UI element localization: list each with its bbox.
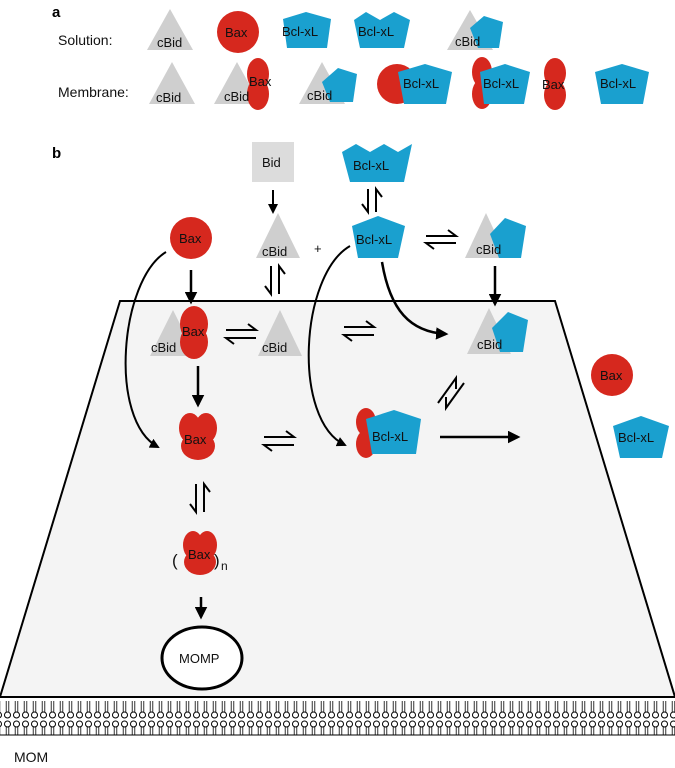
legend-solution-cbid: cBid: [147, 9, 193, 50]
cbid-membrane-node: cBid: [258, 310, 302, 356]
legend-solution-bclxl-dimer: Bcl-xL: [354, 12, 410, 48]
plus-sign: +: [314, 241, 322, 256]
legend-membrane-baxmem-bclxl-label: Bcl-xL: [483, 76, 519, 91]
bax-bclxl-membrane-label: Bcl-xL: [372, 429, 408, 444]
equilibrium-oligomer: [189, 481, 211, 515]
legend-solution-bclxl-monomer-label: Bcl-xL: [282, 24, 318, 39]
equilibrium-cbid-complex-membrane: [341, 320, 377, 342]
oligomer-close-paren: ): [214, 551, 220, 570]
cbid-bax-membrane-bax-label: Bax: [182, 324, 205, 339]
legend-membrane-cbid-bclxl-label: cBid: [307, 88, 332, 103]
bclxl-solution-label: Bcl-xL: [356, 232, 392, 247]
mom-label: MOM: [14, 749, 48, 765]
legend-membrane-cbid-bclxl: cBid: [299, 62, 357, 104]
bax-oligomer-label: Bax: [188, 547, 211, 562]
solution-label: Solution:: [58, 32, 112, 48]
legend-membrane-bax-bclxl-label: Bcl-xL: [403, 76, 439, 91]
bid-label: Bid: [262, 155, 281, 170]
cbid-solution-node: cBid: [256, 213, 300, 259]
cbid-membrane-label: cBid: [262, 340, 287, 355]
legend-solution-bax: Bax: [217, 11, 259, 53]
equilibrium-cbidbax-cbid: [223, 323, 259, 345]
legend-membrane-bax-bclxl: Bcl-xL: [377, 64, 452, 104]
bclxl-dimer-solution-node: Bcl-xL: [342, 144, 412, 182]
legend-membrane-bclxl: Bcl-xL: [595, 64, 649, 104]
legend-membrane-bax: Bax: [542, 58, 566, 110]
equilibrium-diagonal: [437, 374, 465, 412]
legend-membrane-bclxl-label: Bcl-xL: [600, 76, 636, 91]
cbid-bclxl-solution-node: cBid: [465, 213, 526, 258]
lipid-bilayer: [0, 697, 675, 736]
oligomer-subscript: n: [221, 559, 228, 573]
arrow-bclxl-curve: [307, 245, 351, 447]
oligomer-open-paren: (: [172, 551, 178, 570]
cbid-bclxl-membrane-node: cBid: [467, 308, 528, 354]
legend-solution-bax-label: Bax: [225, 25, 248, 40]
momp-node: MOMP: [160, 625, 244, 691]
legend-solution-bclxl-dimer-label: Bcl-xL: [358, 24, 394, 39]
bclxl-released-node: Bcl-xL: [613, 416, 669, 458]
equilibrium-bclxl-cbid-solution: [423, 229, 459, 250]
arrow-bclxl-to-membrane-complex: [380, 261, 449, 340]
legend-membrane-cbid-label: cBid: [156, 90, 181, 105]
cbid-bax-membrane-cbid-label: cBid: [151, 340, 176, 355]
equilibrium-bax-baxbclxl: [261, 430, 297, 452]
membrane-surface: [0, 300, 675, 698]
legend-membrane-cbid: cBid: [149, 62, 195, 105]
cbid-bclxl-solution-label: cBid: [476, 242, 501, 257]
panel-a-label: a: [52, 4, 61, 21]
bclxl-solution-node: Bcl-xL: [352, 216, 405, 258]
equilibrium-cbid-membrane: [264, 263, 286, 297]
cbid-solution-label: cBid: [262, 244, 287, 259]
bclxl-dimer-solution-label: Bcl-xL: [353, 158, 389, 173]
legend-solution-cbid-bclxl: cBid: [447, 10, 503, 50]
bclxl-released-label: Bcl-xL: [618, 430, 654, 445]
bid-node: Bid: [252, 142, 294, 182]
membrane-label: Membrane:: [58, 84, 129, 100]
bax-oligomer-node: ( Bax ) n: [172, 531, 228, 575]
legend-solution-bclxl-monomer: Bcl-xL: [282, 12, 331, 48]
bax-solution-node: Bax: [170, 217, 212, 259]
cbid-bclxl-membrane-label: cBid: [477, 337, 502, 352]
legend-membrane-cbid-bax: cBid Bax: [214, 58, 272, 110]
legend-solution-cbid-bclxl-label: cBid: [455, 34, 480, 49]
legend-solution-cbid-label: cBid: [157, 35, 182, 50]
bax-membrane-node: Bax: [179, 413, 217, 460]
bax-solution-label: Bax: [179, 231, 202, 246]
legend-membrane-cbid-bax-label: cBid: [224, 89, 249, 104]
arrow-bax-curve: [124, 251, 167, 448]
equilibrium-dimer-monomer: [361, 186, 383, 215]
panel-b-label: b: [52, 145, 61, 162]
bax-released-label: Bax: [600, 368, 623, 383]
bax-released-node: Bax: [591, 354, 633, 396]
bax-bclxl-membrane-node: Bcl-xL: [356, 408, 421, 458]
legend-membrane-bax-on-cbid-label: Bax: [249, 74, 272, 89]
bax-membrane-label: Bax: [184, 432, 207, 447]
cbid-bax-membrane-node: cBid Bax: [150, 306, 208, 359]
legend-membrane-bax-label: Bax: [542, 77, 565, 92]
momp-label: MOMP: [179, 651, 219, 666]
legend-membrane-baxmem-bclxl: Bcl-xL: [472, 57, 530, 109]
